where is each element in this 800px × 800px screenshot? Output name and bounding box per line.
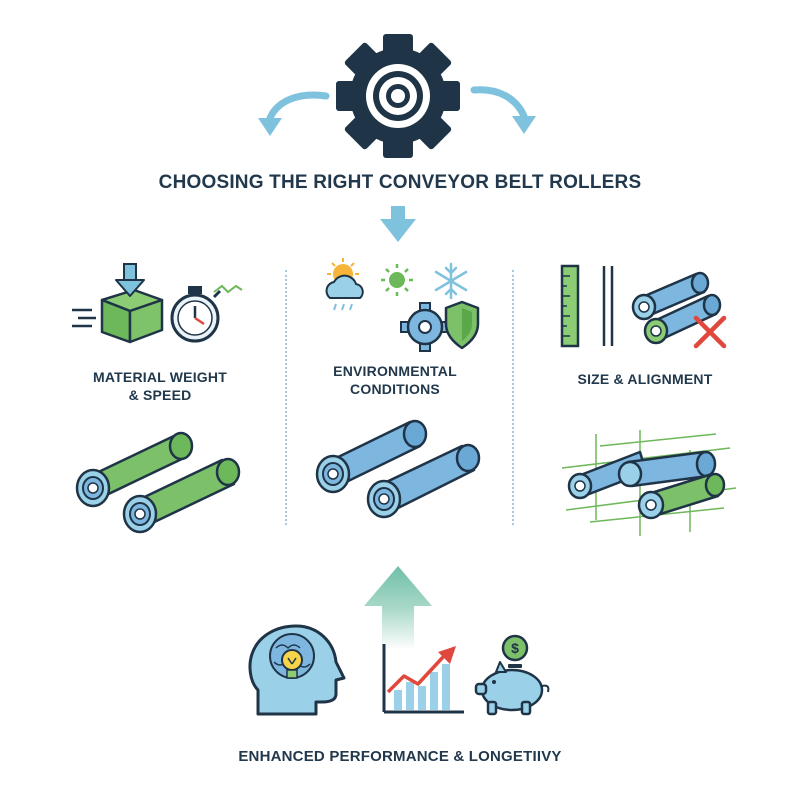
page-title: CHOOSING THE RIGHT CONVEYOR BELT ROLLERS: [158, 172, 642, 193]
column-divider: [285, 270, 287, 525]
column-label-environmental: ENVIRONMENTAL CONDITIONS: [333, 363, 457, 397]
svg-text:$: $: [511, 640, 519, 656]
column-label-material: MATERIAL WEIGHT & SPEED: [93, 369, 227, 403]
footer-label: ENHANCED PERFORMANCE & LONGETIIVY: [238, 748, 562, 765]
column-label-size: SIZE & ALIGNMENT: [577, 371, 713, 387]
column-divider: [512, 270, 514, 525]
